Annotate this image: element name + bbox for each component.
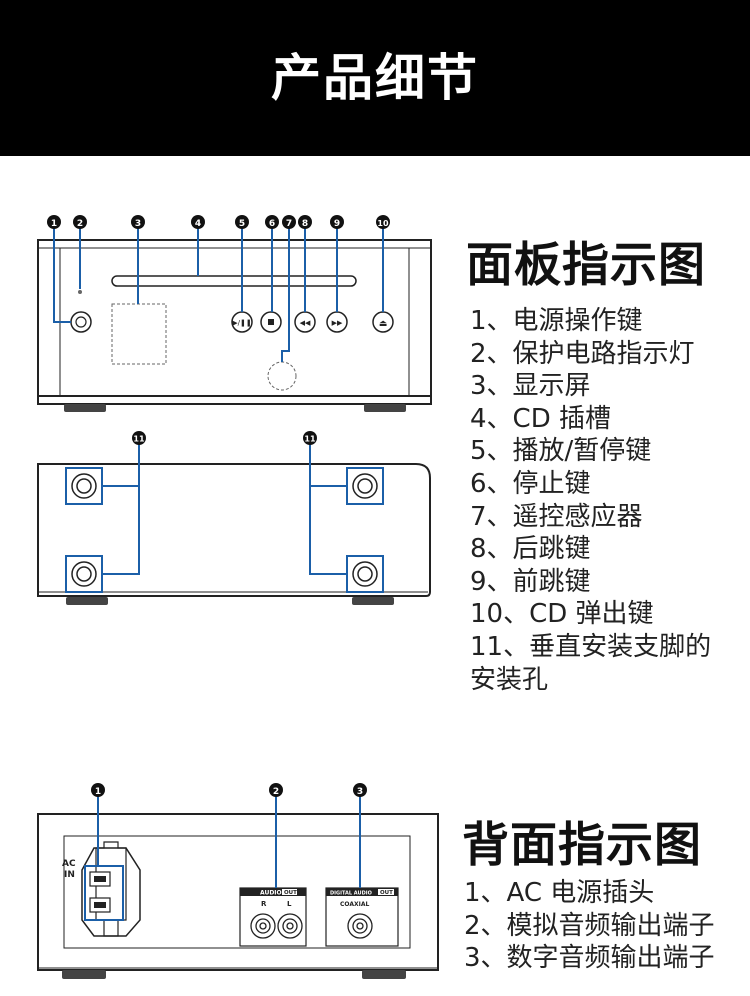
ac-in-label-line2: IN — [64, 870, 75, 880]
marker: 8 — [302, 219, 308, 229]
marker: 1 — [95, 787, 101, 797]
rear-legend-list: 1、AC 电源插头 2、模拟音频输出端子 3、数字音频输出端子 — [464, 877, 715, 975]
svg-text:▶/❚❚: ▶/❚❚ — [232, 319, 251, 327]
legend-item: 2、保护电路指示灯 — [470, 338, 695, 369]
marker: 11 — [304, 435, 316, 444]
legend-item: 8、后跳键 — [470, 534, 591, 565]
device-diagrams: ▶/❚❚ ◀◀ ▶▶ ⏏ 1 2 — [37, 215, 439, 979]
marker: 4 — [195, 219, 201, 229]
audio-label: AUDIO — [260, 890, 282, 897]
marker: 10 — [377, 219, 389, 228]
rear-panel-title: 背面指示图 — [462, 818, 702, 873]
marker: 3 — [135, 219, 141, 229]
digital-out-label: OUT — [380, 890, 393, 896]
digital-audio-label: DIGITAL AUDIO — [330, 891, 372, 897]
marker: 11 — [133, 435, 145, 444]
r-label: R — [261, 900, 267, 908]
marker: 1 — [51, 219, 57, 229]
side-view-diagram: 11 11 — [37, 431, 431, 605]
front-panel-diagram: ▶/❚❚ ◀◀ ▶▶ ⏏ 1 2 — [37, 215, 432, 412]
legend-item: 1、电源操作键 — [470, 306, 643, 336]
marker: 9 — [334, 219, 340, 229]
marker: 5 — [239, 219, 245, 229]
legend-item: 3、显示屏 — [470, 371, 591, 402]
svg-text:▶▶: ▶▶ — [332, 319, 343, 327]
legend-item: 5、播放/暂停键 — [470, 436, 652, 467]
svg-text:⏏: ⏏ — [379, 319, 388, 329]
marker: 3 — [357, 787, 363, 797]
svg-text:◀◀: ◀◀ — [300, 319, 311, 327]
page-title: 产品细节 — [271, 49, 479, 107]
legend-item: 11、垂直安装支脚的 — [470, 631, 712, 662]
front-legend-list: 1、电源操作键 2、保护电路指示灯 3、显示屏 4、CD 插槽 5、播放/暂停键… — [470, 305, 711, 696]
legend-item: 3、数字音频输出端子 — [464, 943, 715, 974]
header-banner: 产品细节 — [0, 0, 750, 156]
audio-out-label: OUT — [284, 890, 297, 896]
legend-item: 7、遥控感应器 — [470, 501, 643, 532]
legend-item: 2、模拟音频输出端子 — [464, 910, 715, 941]
legend-item: 9、前跳键 — [470, 566, 591, 597]
marker: 2 — [273, 787, 279, 797]
marker: 2 — [77, 219, 83, 229]
rear-panel-diagram: AC IN AUDIO OUT R L DIGITAL AUDIO OUT CO… — [37, 783, 439, 979]
legend-item: 安装孔 — [470, 664, 549, 695]
ac-in-label-line1: AC — [62, 859, 76, 869]
front-callout-markers: 1 2 3 4 5 6 7 8 9 10 — [47, 215, 390, 229]
coaxial-label: COAXIAL — [340, 901, 369, 908]
legend-item: 1、AC 电源插头 — [464, 878, 655, 908]
marker: 6 — [269, 219, 275, 229]
marker: 7 — [286, 219, 292, 229]
legend-item: 10、CD 弹出键 — [470, 599, 654, 630]
l-label: L — [287, 900, 292, 908]
front-panel-title: 面板指示图 — [466, 238, 706, 293]
legend-item: 6、停止键 — [470, 468, 591, 499]
legend-item: 4、CD 插槽 — [470, 403, 611, 434]
